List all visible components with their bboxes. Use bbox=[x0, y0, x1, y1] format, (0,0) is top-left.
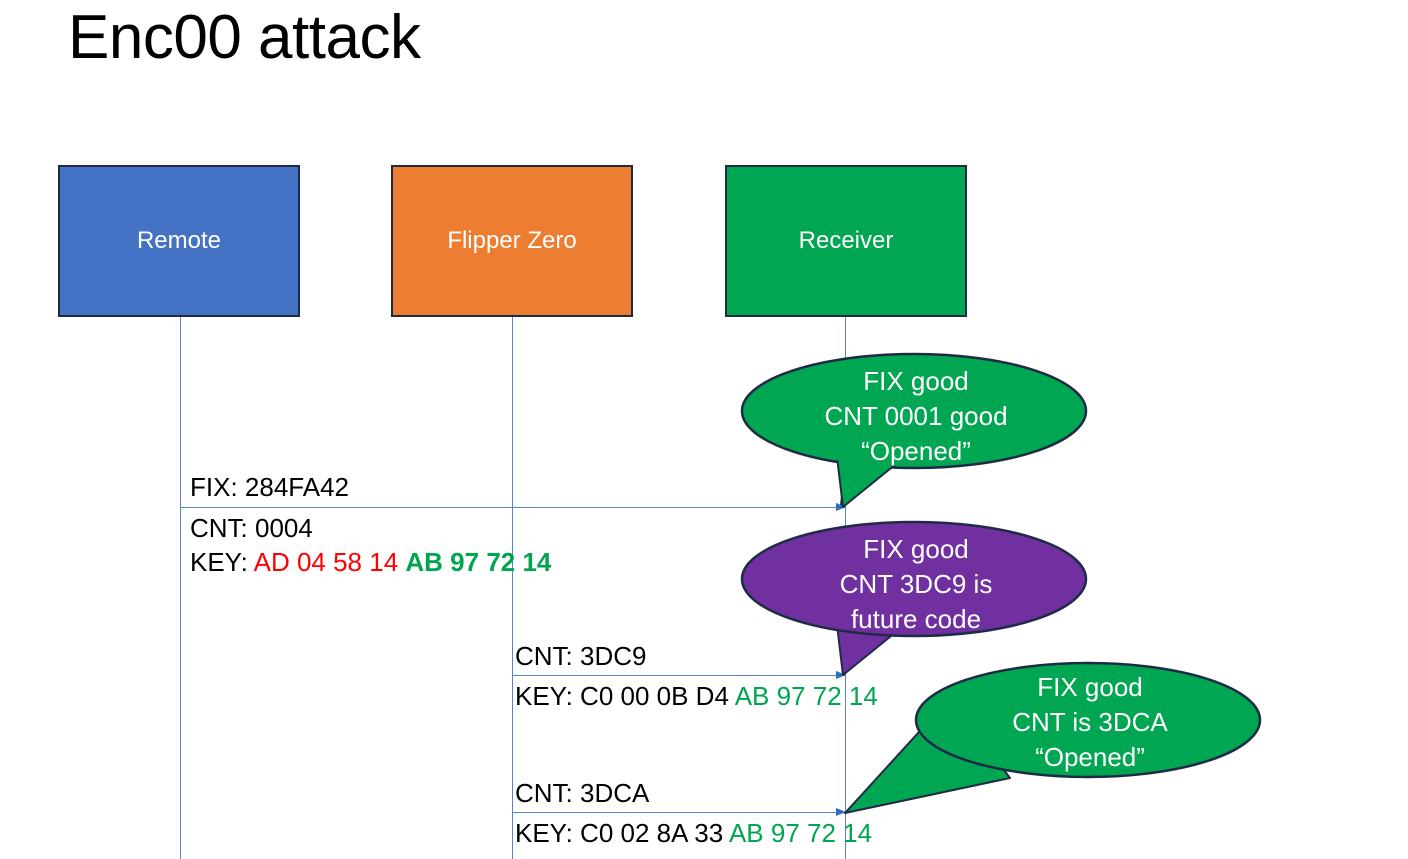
page-title: Enc00 attack bbox=[68, 3, 421, 72]
message-1-key-green: AB 97 72 14 bbox=[405, 547, 552, 578]
actor-label-remote: Remote bbox=[136, 227, 222, 254]
message-1-key-label: KEY: AD 04 58 14 AB 97 72 14 bbox=[190, 545, 551, 579]
message-1-cnt-label: CNT: 0004 bbox=[190, 513, 313, 543]
message-2-cnt-label: CNT: 3DC9 bbox=[515, 641, 647, 671]
actor-label-flipper: Flipper Zero bbox=[447, 227, 577, 254]
callout-bubble-2: FIX good CNT 3DC9 is future code bbox=[740, 520, 1091, 680]
callout-bubble-1: FIX good CNT 0001 good “Opened” bbox=[740, 352, 1091, 512]
message-arrow-2 bbox=[513, 671, 846, 679]
actor-box-remote: Remote bbox=[58, 165, 300, 317]
message-2-key-prefix: KEY: C0 00 0B D4 bbox=[515, 681, 735, 711]
message-3-cnt-label: CNT: 3DCA bbox=[515, 778, 650, 808]
message-2-key-green: AB 97 72 14 bbox=[734, 681, 878, 711]
callout-3-shape bbox=[844, 661, 1262, 814]
message-2-key-label: KEY: C0 00 0B D4 AB 97 72 14 bbox=[515, 679, 878, 713]
message-1-body: CNT: 0004 KEY: AD 04 58 14 AB 97 72 14 bbox=[190, 511, 551, 580]
callout-1-shape bbox=[740, 352, 1088, 508]
actor-box-flipper: Flipper Zero bbox=[391, 165, 633, 317]
lifeline-flipper bbox=[512, 317, 513, 859]
callout-2-shape bbox=[740, 520, 1088, 676]
actor-box-receiver: Receiver bbox=[725, 165, 967, 317]
callout-bubble-3: FIX good CNT is 3DCA “Opened” bbox=[830, 658, 1265, 823]
message-1-fix-label: FIX: 284FA42 bbox=[190, 472, 349, 502]
message-1-key-red: AD 04 58 14 bbox=[253, 547, 399, 578]
message-3-key-prefix: KEY: C0 02 8A 33 bbox=[515, 818, 729, 848]
message-1-key-prefix: KEY: bbox=[190, 547, 254, 578]
message-arrow-1 bbox=[181, 503, 846, 511]
message-3-key-label: KEY: C0 02 8A 33 AB 97 72 14 bbox=[515, 816, 872, 850]
actor-label-receiver: Receiver bbox=[798, 227, 894, 254]
message-arrow-3 bbox=[513, 808, 846, 816]
lifeline-remote bbox=[180, 317, 181, 859]
message-3-key-green: AB 97 72 14 bbox=[728, 818, 873, 848]
